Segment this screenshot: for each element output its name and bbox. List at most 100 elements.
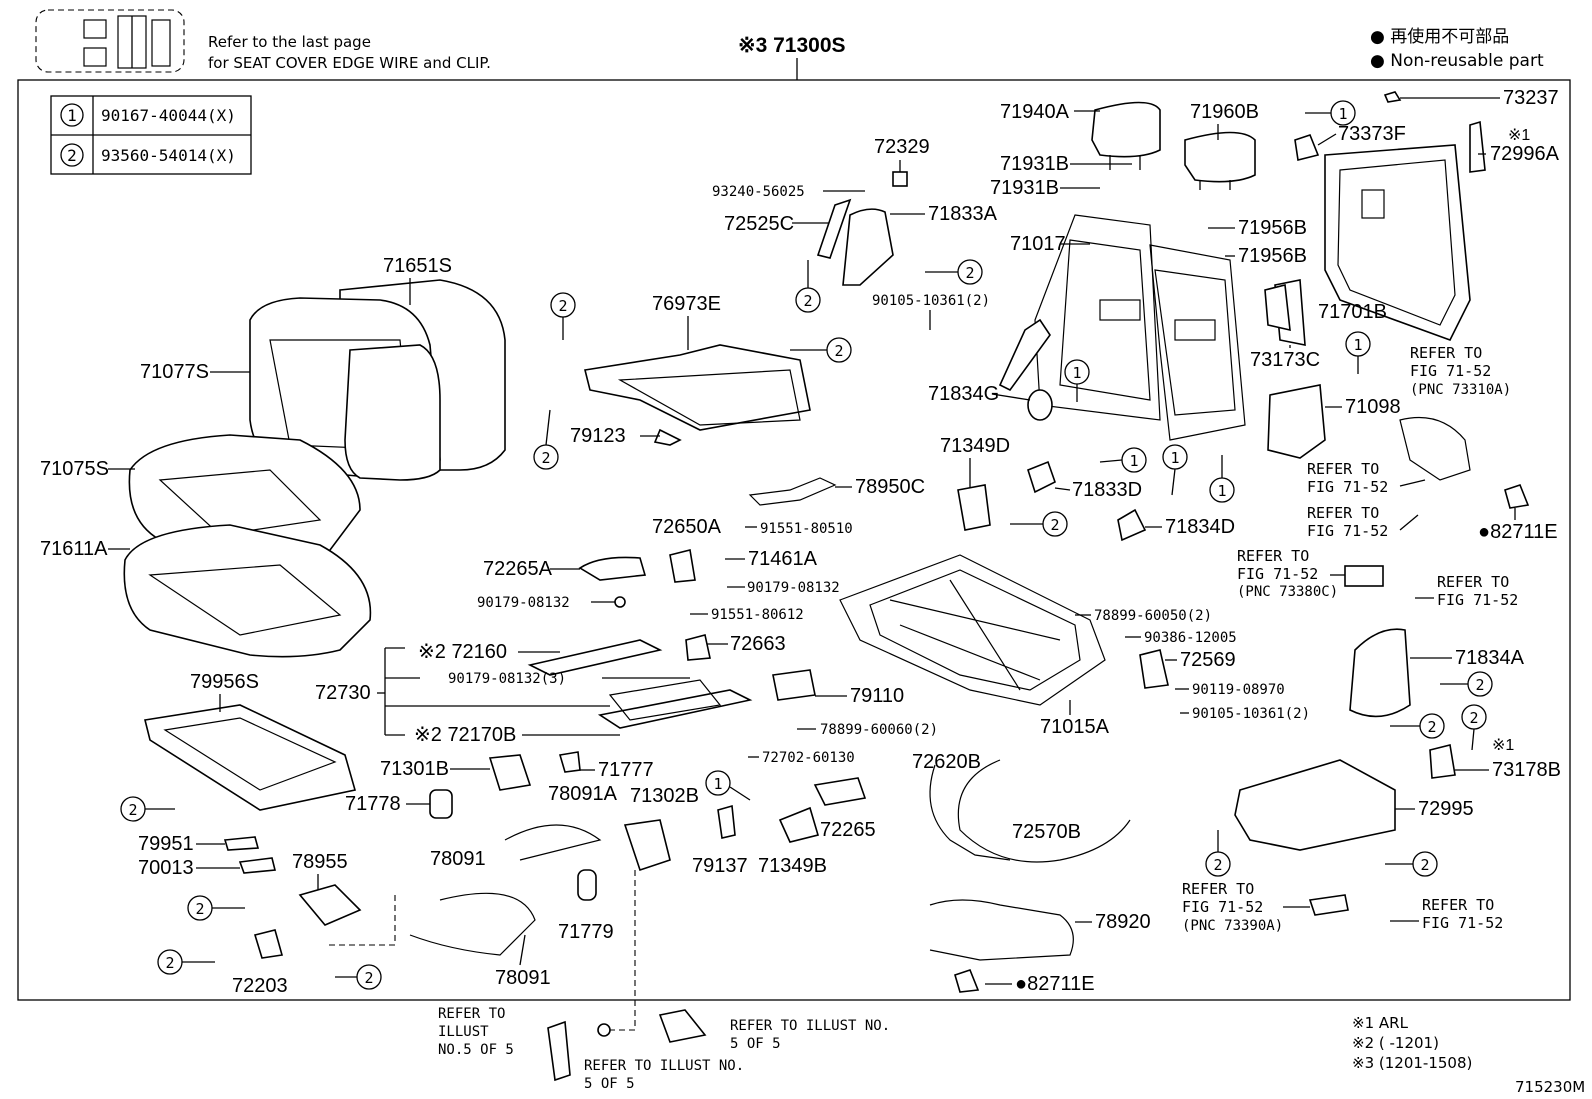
label-72203[interactable]: 72203 xyxy=(232,975,288,997)
label-93240-56025[interactable]: 93240-56025 xyxy=(712,184,805,200)
key-part-1[interactable]: 90167-40044(X) xyxy=(101,106,236,125)
label-91551-80612[interactable]: 91551-80612 xyxy=(711,607,804,623)
label-79123[interactable]: 79123 xyxy=(570,425,626,447)
label-71075S[interactable]: 71075S xyxy=(40,458,109,480)
refer-4-line2[interactable]: FIG 71-52 xyxy=(1237,565,1318,583)
label-72329[interactable]: 72329 xyxy=(874,136,930,158)
label-82711E-right[interactable]: ●82711E xyxy=(1478,521,1558,543)
refer-b3-line2[interactable]: 5 OF 5 xyxy=(730,1036,781,1052)
label-71956B-2[interactable]: 71956B xyxy=(1238,245,1307,267)
refer-5-line2[interactable]: FIG 71-52 xyxy=(1437,591,1518,609)
label-71301B[interactable]: 71301B xyxy=(380,758,449,780)
label-72663[interactable]: 72663 xyxy=(730,633,786,655)
label-71833A[interactable]: 71833A xyxy=(928,203,998,225)
label-70013[interactable]: 70013 xyxy=(138,857,194,879)
label-71701B[interactable]: 71701B xyxy=(1318,301,1387,323)
label-71349D[interactable]: 71349D xyxy=(940,435,1010,457)
label-90179-08132-a[interactable]: 90179-08132 xyxy=(477,595,570,611)
label-72265A[interactable]: 72265A xyxy=(483,558,553,580)
assembly-number[interactable]: ※3 71300S xyxy=(738,34,846,57)
label-79956S[interactable]: 79956S xyxy=(190,671,259,693)
label-72160[interactable]: ※2 72160 xyxy=(418,641,507,663)
label-71834A[interactable]: 71834A xyxy=(1455,647,1525,669)
label-79951[interactable]: 79951 xyxy=(138,833,194,855)
label-90105-10361-a[interactable]: 90105-10361(2) xyxy=(872,293,990,309)
label-76973E[interactable]: 76973E xyxy=(652,293,721,315)
label-71960B[interactable]: 71960B xyxy=(1190,101,1259,123)
label-78955[interactable]: 78955 xyxy=(292,851,348,873)
label-71651S[interactable]: 71651S xyxy=(383,255,452,277)
refer-note-line2: for SEAT COVER EDGE WIRE and CLIP. xyxy=(208,54,491,72)
label-71077S[interactable]: 71077S xyxy=(140,361,209,383)
label-72650A[interactable]: 72650A xyxy=(652,516,722,538)
label-72265[interactable]: 72265 xyxy=(820,819,876,841)
label-71779[interactable]: 71779 xyxy=(558,921,614,943)
svg-text:2: 2 xyxy=(965,264,974,282)
label-73178B[interactable]: 73178B xyxy=(1492,759,1561,781)
refer-2-line1[interactable]: REFER TO xyxy=(1307,460,1379,478)
label-71940A[interactable]: 71940A xyxy=(1000,101,1070,123)
label-78950C[interactable]: 78950C xyxy=(855,476,925,498)
label-78899-60050[interactable]: 78899-60050(2) xyxy=(1094,608,1212,624)
label-71461A[interactable]: 71461A xyxy=(748,548,818,570)
label-72995[interactable]: 72995 xyxy=(1418,798,1474,820)
key-part-2[interactable]: 93560-54014(X) xyxy=(101,146,236,165)
label-71931B-1[interactable]: 71931B xyxy=(1000,153,1069,175)
label-79137[interactable]: 79137 xyxy=(692,855,748,877)
refer-1-line1[interactable]: REFER TO xyxy=(1410,344,1482,362)
label-71017[interactable]: 71017 xyxy=(1010,233,1066,255)
label-91551-80510[interactable]: 91551-80510 xyxy=(760,521,853,537)
label-71931B-2[interactable]: 71931B xyxy=(990,177,1059,199)
label-73237[interactable]: 73237 xyxy=(1503,87,1559,109)
label-78091A[interactable]: 78091A xyxy=(548,783,618,805)
label-78920[interactable]: 78920 xyxy=(1095,911,1151,933)
label-71778[interactable]: 71778 xyxy=(345,793,401,815)
refer-3-line1[interactable]: REFER TO xyxy=(1307,504,1379,522)
label-71098[interactable]: 71098 xyxy=(1345,396,1401,418)
label-90105-10361-b[interactable]: 90105-10361(2) xyxy=(1192,706,1310,722)
refer-b2-line1[interactable]: REFER TO ILLUST NO. xyxy=(584,1058,744,1074)
label-78091-b[interactable]: 78091 xyxy=(495,967,551,989)
label-82711E-bottom[interactable]: ●82711E xyxy=(1015,973,1095,995)
label-72730[interactable]: 72730 xyxy=(315,682,371,704)
label-71015A[interactable]: 71015A xyxy=(1040,716,1110,738)
label-90179-08132-3[interactable]: 90179-08132(3) xyxy=(448,671,566,687)
refer-7-line2[interactable]: FIG 71-52 xyxy=(1422,914,1503,932)
label-79110[interactable]: 79110 xyxy=(850,685,904,707)
refer-7-line1[interactable]: REFER TO xyxy=(1422,896,1494,914)
refer-6-line1[interactable]: REFER TO xyxy=(1182,880,1254,898)
label-78091-a[interactable]: 78091 xyxy=(430,848,486,870)
label-90179-08132-b[interactable]: 90179-08132 xyxy=(747,580,840,596)
refer-b1-line2[interactable]: ILLUST xyxy=(438,1024,489,1040)
label-90386-12005[interactable]: 90386-12005 xyxy=(1144,630,1237,646)
label-78899-60060[interactable]: 78899-60060(2) xyxy=(820,722,938,738)
label-72170B[interactable]: ※2 72170B xyxy=(414,724,516,746)
refer-4-line1[interactable]: REFER TO xyxy=(1237,547,1309,565)
refer-b3-line1[interactable]: REFER TO ILLUST NO. xyxy=(730,1018,890,1034)
refer-3-line2[interactable]: FIG 71-52 xyxy=(1307,522,1388,540)
label-73373F[interactable]: 73373F xyxy=(1338,123,1406,145)
label-71302B[interactable]: 71302B xyxy=(630,785,699,807)
label-71611A[interactable]: 71611A xyxy=(40,538,108,560)
refer-5-line1[interactable]: REFER TO xyxy=(1437,573,1509,591)
refer-b1-line3[interactable]: NO.5 OF 5 xyxy=(438,1042,514,1058)
label-90119-08970[interactable]: 90119-08970 xyxy=(1192,682,1285,698)
refer-b2-line2[interactable]: 5 OF 5 xyxy=(584,1076,635,1092)
label-71834D[interactable]: 71834D xyxy=(1165,516,1235,538)
refer-1-line2[interactable]: FIG 71-52 xyxy=(1410,362,1491,380)
label-72620B[interactable]: 72620B xyxy=(912,751,981,773)
label-71956B-1[interactable]: 71956B xyxy=(1238,217,1307,239)
label-72525C[interactable]: 72525C xyxy=(724,213,794,235)
label-72569[interactable]: 72569 xyxy=(1180,649,1236,671)
label-71833D[interactable]: 71833D xyxy=(1072,479,1142,501)
label-72996A[interactable]: 72996A xyxy=(1490,143,1560,165)
refer-6-line2[interactable]: FIG 71-52 xyxy=(1182,898,1263,916)
label-72702-60130[interactable]: 72702-60130 xyxy=(762,750,855,766)
label-72570B[interactable]: 72570B xyxy=(1012,821,1081,843)
label-71349B[interactable]: 71349B xyxy=(758,855,827,877)
label-71777[interactable]: 71777 xyxy=(598,759,654,781)
refer-b1-line1[interactable]: REFER TO xyxy=(438,1006,505,1022)
label-71834G[interactable]: 71834G xyxy=(928,383,999,405)
refer-2-line2[interactable]: FIG 71-52 xyxy=(1307,478,1388,496)
label-73173C[interactable]: 73173C xyxy=(1250,349,1320,371)
